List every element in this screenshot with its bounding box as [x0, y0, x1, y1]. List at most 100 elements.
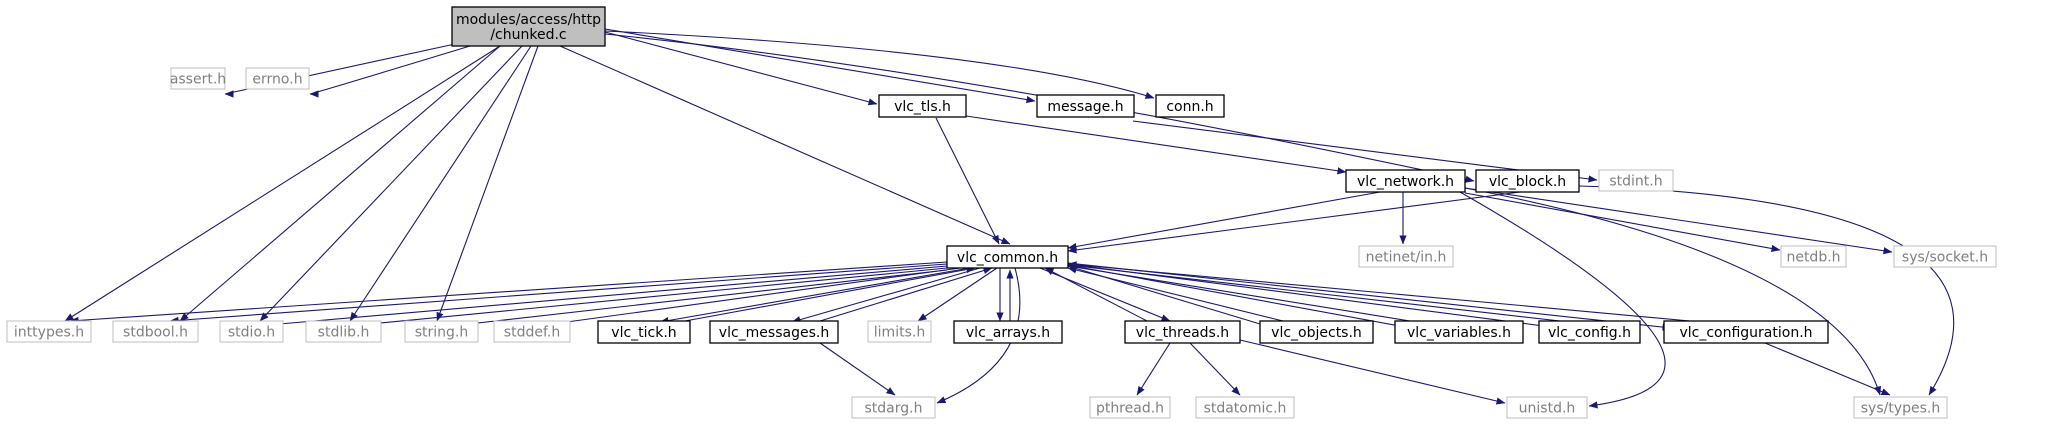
node-box — [878, 94, 967, 118]
node-box — [1780, 245, 1847, 268]
edge-vlc-common-to-stdarg — [936, 267, 1021, 404]
node-label: unistd.h — [1519, 401, 1576, 417]
node-label: assert.h — [170, 72, 226, 88]
edge-vlc-config-to-vlc-common — [1067, 262, 1561, 322]
node-vlc-config[interactable]: vlc_config.h — [1538, 320, 1641, 344]
edge-vlc-configuration-to-vlc-common — [1067, 261, 1691, 322]
edge-vlc-objects-to-vlc-common — [1067, 266, 1284, 322]
node-vlc-configuration[interactable]: vlc_configuration.h — [1663, 320, 1829, 344]
edge-vlc-block-to-sys-types — [1578, 185, 1955, 396]
edge-vlc-tls-to-vlc-common — [935, 117, 1000, 245]
node-label: stdarg.h — [865, 401, 923, 417]
node-box — [709, 320, 839, 344]
node-root[interactable]: modules/access/http/chunked.c — [451, 6, 606, 47]
node-assert: assert.h — [170, 67, 226, 90]
node-vlc-tls[interactable]: vlc_tls.h — [878, 94, 967, 118]
edge-vlc-tick-to-vlc-common — [684, 265, 976, 322]
node-vlc-common[interactable]: vlc_common.h — [946, 245, 1069, 269]
edge-vlc-network-to-sys-socket — [1464, 187, 1893, 255]
edge-vlc-common-to-stddef — [544, 267, 961, 328]
node-label: pthread.h — [1096, 401, 1164, 417]
node-box — [1345, 169, 1466, 193]
node-vlc-objects[interactable]: vlc_objects.h — [1259, 320, 1374, 344]
node-box — [1036, 94, 1135, 118]
node-box — [1506, 396, 1588, 419]
edge-vlc-variables-to-vlc-common — [1067, 263, 1411, 322]
edge-vlc-common-to-stdio — [267, 265, 948, 328]
edge-root-to-vlc-block — [604, 33, 1475, 183]
node-pthread: pthread.h — [1089, 396, 1171, 419]
node-stdarg: stdarg.h — [851, 396, 936, 419]
edge-root-to-message — [604, 28, 1036, 104]
node-stdint: stdint.h — [1598, 169, 1674, 192]
node-message[interactable]: message.h — [1036, 94, 1135, 118]
node-vlc-variables[interactable]: vlc_variables.h — [1394, 320, 1524, 344]
node-box — [1663, 320, 1829, 344]
node-label: stdbool.h — [123, 325, 188, 341]
node-box — [597, 320, 691, 344]
edge-vlc-common-to-string — [459, 269, 948, 328]
node-label: vlc_configuration.h — [1679, 325, 1812, 341]
node-vlc-tick[interactable]: vlc_tick.h — [597, 320, 691, 344]
node-label: vlc_tick.h — [611, 325, 676, 341]
node-label: vlc_config.h — [1548, 325, 1631, 341]
node-limits: limits.h — [867, 320, 932, 343]
node-label: sys/socket.h — [1902, 250, 1988, 266]
edge-root-to-conn — [604, 30, 1155, 99]
edge-vlc-common-to-stdlib — [359, 267, 948, 328]
node-label: message.h — [1047, 99, 1123, 115]
edge-vlc-configuration-to-sys-types — [1764, 342, 1891, 396]
node-label: conn.h — [1166, 99, 1213, 115]
edge-vlc-common-to-stdbool — [169, 263, 948, 324]
node-box — [1358, 245, 1454, 268]
node-stdlib: stdlib.h — [305, 320, 382, 343]
node-box — [1538, 320, 1641, 344]
node-netdb: netdb.h — [1780, 245, 1847, 268]
node-box — [1598, 169, 1674, 192]
edge-vlc-threads-to-vlc-common — [1044, 267, 1148, 322]
node-box — [493, 320, 571, 343]
node-label: inttypes.h — [14, 325, 84, 341]
node-box — [6, 320, 92, 343]
node-box — [451, 6, 606, 47]
node-box — [1394, 320, 1524, 344]
node-vlc-arrays[interactable]: vlc_arrays.h — [953, 320, 1063, 344]
node-label: stdlib.h — [318, 325, 370, 341]
edge-vlc-common-to-vlc-configuration — [1067, 262, 1672, 331]
edge-vlc-common-to-inttypes — [69, 261, 948, 325]
node-box — [1089, 396, 1171, 419]
node-vlc-messages[interactable]: vlc_messages.h — [709, 320, 839, 344]
node-vlc-threads[interactable]: vlc_threads.h — [1124, 320, 1241, 344]
edge-root-to-stdio — [259, 45, 523, 322]
node-stdio: stdio.h — [219, 320, 284, 343]
node-box — [1195, 396, 1295, 419]
node-stdatomic: stdatomic.h — [1195, 396, 1295, 419]
edge-vlc-common-to-vlc-tick — [659, 267, 971, 325]
node-label: vlc_objects.h — [1271, 325, 1362, 341]
node-label: /chunked.c — [490, 27, 566, 43]
node-label: netinet/in.h — [1366, 250, 1447, 266]
node-stdbool: stdbool.h — [112, 320, 199, 343]
node-box — [867, 320, 932, 343]
node-box — [245, 67, 310, 90]
node-unistd: unistd.h — [1506, 396, 1588, 419]
edge-vlc-threads-to-pthread — [1136, 342, 1171, 396]
node-box — [1124, 320, 1241, 344]
node-label: errno.h — [252, 72, 302, 88]
node-conn[interactable]: conn.h — [1155, 94, 1225, 118]
node-box — [1259, 320, 1374, 344]
node-label: limits.h — [874, 325, 925, 341]
edge-vlc-common-to-vlc-messages — [791, 267, 981, 324]
edge-root-to-stdbool — [179, 45, 501, 322]
node-box — [305, 320, 382, 343]
node-box — [1853, 396, 1948, 419]
edge-root-to-errno — [309, 45, 471, 98]
node-inttypes: inttypes.h — [6, 320, 92, 343]
node-vlc-block[interactable]: vlc_block.h — [1475, 169, 1580, 193]
node-label: vlc_messages.h — [719, 325, 829, 341]
node-vlc-network[interactable]: vlc_network.h — [1345, 169, 1466, 193]
node-box — [946, 245, 1069, 269]
edge-root-to-vlc-tls — [604, 31, 878, 106]
node-label: netdb.h — [1786, 250, 1840, 266]
edge-vlc-network-to-netdb — [1464, 192, 1781, 253]
